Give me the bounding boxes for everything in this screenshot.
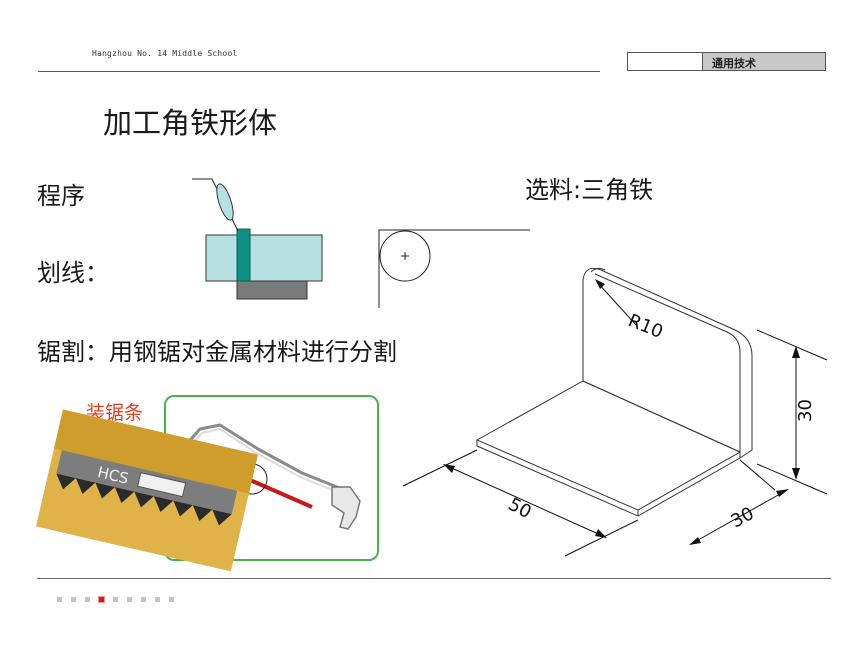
corner-sketch — [378, 229, 530, 308]
page-dot[interactable] — [155, 597, 160, 602]
radius-label: R10 — [625, 310, 666, 343]
page-dot[interactable] — [85, 597, 90, 602]
page-dot[interactable] — [113, 597, 118, 602]
length-ext-right — [564, 519, 639, 557]
saw-handle — [331, 486, 361, 530]
blade-photo: HCS — [36, 409, 258, 572]
sawing-text: 锯割：用钢锯对金属材料进行分割 — [37, 338, 397, 366]
height-arrow-top — [792, 346, 800, 358]
page-dot[interactable] — [127, 597, 132, 602]
blade-teeth — [56, 473, 232, 526]
course-label: 通用技术 — [712, 57, 756, 70]
height-arrow-bottom — [792, 468, 800, 480]
material-text: 选料:三角铁 — [525, 176, 654, 204]
base-plate — [236, 279, 308, 300]
length-arrow-right — [595, 529, 607, 538]
saw-bow-inner — [187, 427, 341, 494]
course-badge-fill — [702, 53, 825, 70]
scriber-handle — [216, 183, 234, 221]
depth-label: 30 — [727, 503, 757, 532]
length-label: 50 — [505, 494, 535, 523]
workpiece-block — [205, 234, 323, 282]
depth-arrow-left — [689, 537, 701, 545]
page-dot[interactable] — [57, 597, 62, 602]
page-dot[interactable] — [71, 597, 76, 602]
angle-vertical-leg — [582, 267, 753, 459]
height-label: 30 — [795, 399, 816, 422]
center-mark — [401, 252, 409, 260]
length-dim-line — [444, 464, 606, 538]
school-name: Hangzhou No. 14 Middle School — [92, 49, 238, 58]
blade-photo-shade — [54, 409, 258, 494]
marking-label: 划线： — [37, 259, 109, 287]
footer-divider — [37, 578, 831, 579]
depth-arrow-right — [776, 489, 789, 497]
radius-arrow — [595, 279, 605, 289]
blade-sticker — [137, 472, 187, 498]
corner-circle — [379, 230, 431, 282]
page-dot[interactable] — [169, 597, 174, 602]
slide-title: 加工角铁形体 — [103, 106, 278, 140]
page-dot[interactable] — [98, 596, 105, 603]
angle-leg-front — [582, 380, 741, 453]
angle-iron-drawing: R10 30 50 30 — [402, 267, 828, 557]
height-ext-bottom — [756, 463, 828, 495]
radius-leader — [596, 281, 638, 327]
angle-base-top — [475, 380, 742, 511]
length-ext-left — [402, 449, 478, 487]
header-divider — [38, 71, 600, 72]
page-indicator — [57, 596, 174, 603]
angle-leg-inner — [590, 267, 606, 273]
corner-lines — [378, 229, 530, 308]
length-arrow-left — [443, 464, 455, 473]
page-dot[interactable] — [141, 597, 146, 602]
procedure-label: 程序 — [37, 182, 85, 210]
try-square — [236, 228, 251, 282]
course-badge: 通用技术 — [627, 52, 826, 71]
marking-illustration — [192, 178, 323, 300]
depth-dim-line — [690, 489, 788, 545]
height-ext-top — [756, 329, 828, 361]
depth-ext — [739, 459, 776, 491]
